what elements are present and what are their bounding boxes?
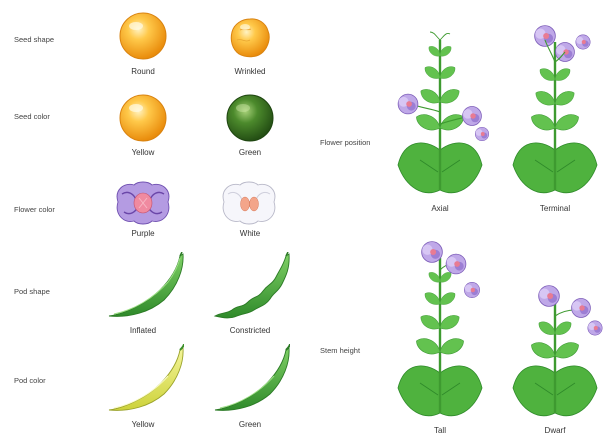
inflated-caption: Inflated [103, 326, 183, 335]
white-caption: White [210, 229, 290, 238]
stem-height-label: Stem height [320, 346, 360, 355]
round-caption: Round [103, 67, 183, 76]
seed-shape-label: Seed shape [14, 35, 54, 44]
wrinkled-caption: Wrinkled [210, 67, 290, 76]
wrinkled-seed-icon [228, 16, 272, 60]
purple-flower-icon [112, 180, 174, 226]
white-flower-icon [218, 180, 280, 226]
constricted-caption: Constricted [210, 326, 290, 335]
green-pod-icon [210, 344, 290, 416]
constricted-pod-icon [210, 252, 290, 322]
flower-color-label: Flower color [14, 205, 55, 214]
green-seed-icon [224, 92, 276, 144]
yellow-seed-caption: Yellow [103, 148, 183, 157]
yellow-seed-icon [117, 92, 169, 144]
green-pod-caption: Green [210, 420, 290, 429]
pod-shape-label: Pod shape [14, 287, 50, 296]
tall-plant-icon [390, 240, 490, 422]
round-seed-icon [117, 10, 169, 62]
axial-caption: Axial [400, 204, 480, 213]
green-seed-caption: Green [210, 148, 290, 157]
flower-position-label: Flower position [320, 138, 370, 147]
purple-caption: Purple [103, 229, 183, 238]
yellow-pod-icon [104, 344, 184, 416]
axial-plant-icon [390, 30, 490, 200]
dwarf-plant-icon [505, 282, 603, 422]
terminal-caption: Terminal [515, 204, 595, 213]
yellow-pod-caption: Yellow [103, 420, 183, 429]
seed-color-label: Seed color [14, 112, 50, 121]
inflated-pod-icon [104, 252, 184, 322]
terminal-plant-icon [505, 22, 603, 200]
pod-color-label: Pod color [14, 376, 46, 385]
